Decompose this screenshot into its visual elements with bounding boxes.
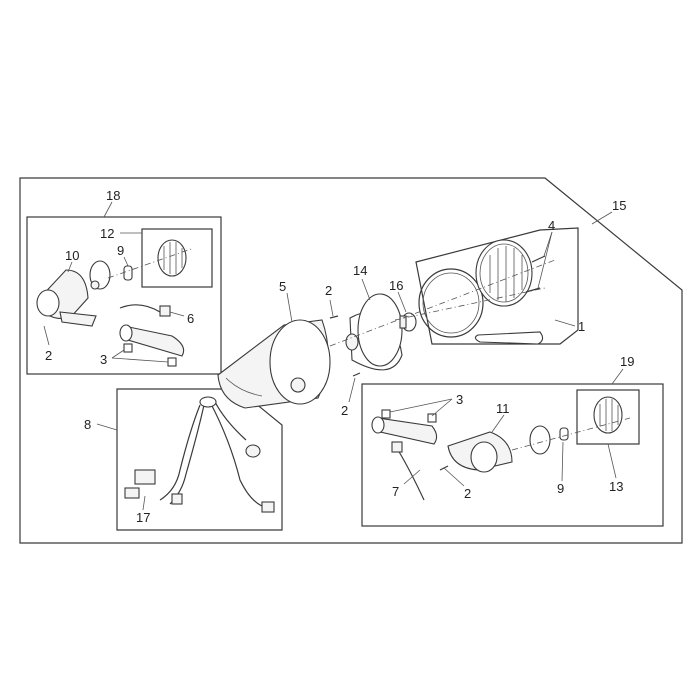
callout-2-mid: 2: [341, 403, 348, 418]
headlight-seal-gasket: [474, 331, 544, 345]
headlight-housing: [217, 319, 331, 409]
indicator-body-11: [447, 431, 513, 473]
headlight-reflector: [345, 293, 403, 371]
bulb-9-left: [123, 265, 133, 281]
subassembly-box-8: [116, 388, 283, 531]
callout-19: 19: [620, 354, 634, 369]
headlight-rim-ring: [418, 268, 484, 338]
leader-lines: [43, 201, 624, 511]
bulb-16: [399, 312, 417, 332]
callout-6: 6: [187, 311, 194, 326]
callout-5: 5: [279, 279, 286, 294]
headlight-lens: [475, 239, 533, 307]
callout-18: 18: [106, 188, 120, 203]
callout-9-right: 9: [557, 481, 564, 496]
headlight-axis-line: [329, 259, 556, 347]
callout-4: 4: [548, 218, 555, 233]
callout-13: 13: [609, 479, 623, 494]
indicator-body-10: [36, 269, 97, 327]
callout-1: 1: [578, 319, 585, 334]
nut-3-right: [381, 409, 437, 423]
indicator-stem-right: [371, 416, 438, 445]
subassembly-box-18: [26, 216, 222, 375]
subassembly-box-1: [415, 227, 579, 345]
callout-2-right: 2: [464, 486, 471, 501]
subassembly-box-19: [361, 383, 664, 527]
wire-7: [391, 441, 425, 501]
wire-6: [119, 304, 171, 317]
callout-3-right: 3: [456, 392, 463, 407]
indicator-stem-left: [119, 324, 185, 357]
indicator-reflector-left: [89, 260, 111, 290]
callout-3-left: 3: [100, 352, 107, 367]
main-assembly-frame: [19, 177, 683, 544]
callout-17: 17: [136, 510, 150, 525]
callout-11: 11: [496, 401, 510, 416]
callout-15: 15: [612, 198, 626, 213]
callout-7: 7: [392, 484, 399, 499]
callout-2-top: 2: [325, 283, 332, 298]
bulb-9-right: [559, 427, 569, 441]
callout-9-left: 9: [117, 243, 124, 258]
wiring-harness: [124, 396, 275, 513]
indicator-lens-right: [511, 396, 631, 451]
screw-2-center: [329, 315, 361, 377]
callout-16: 16: [389, 278, 403, 293]
callout-12: 12: [100, 226, 114, 241]
callout-2-left: 2: [45, 348, 52, 363]
subassembly-box-12: [141, 228, 213, 288]
callout-14: 14: [353, 263, 367, 278]
indicator-lens-left: [107, 239, 195, 279]
indicator-reflector-right: [529, 425, 551, 455]
callout-10: 10: [65, 248, 79, 263]
callout-8: 8: [84, 417, 91, 432]
screw-4: [525, 255, 546, 293]
